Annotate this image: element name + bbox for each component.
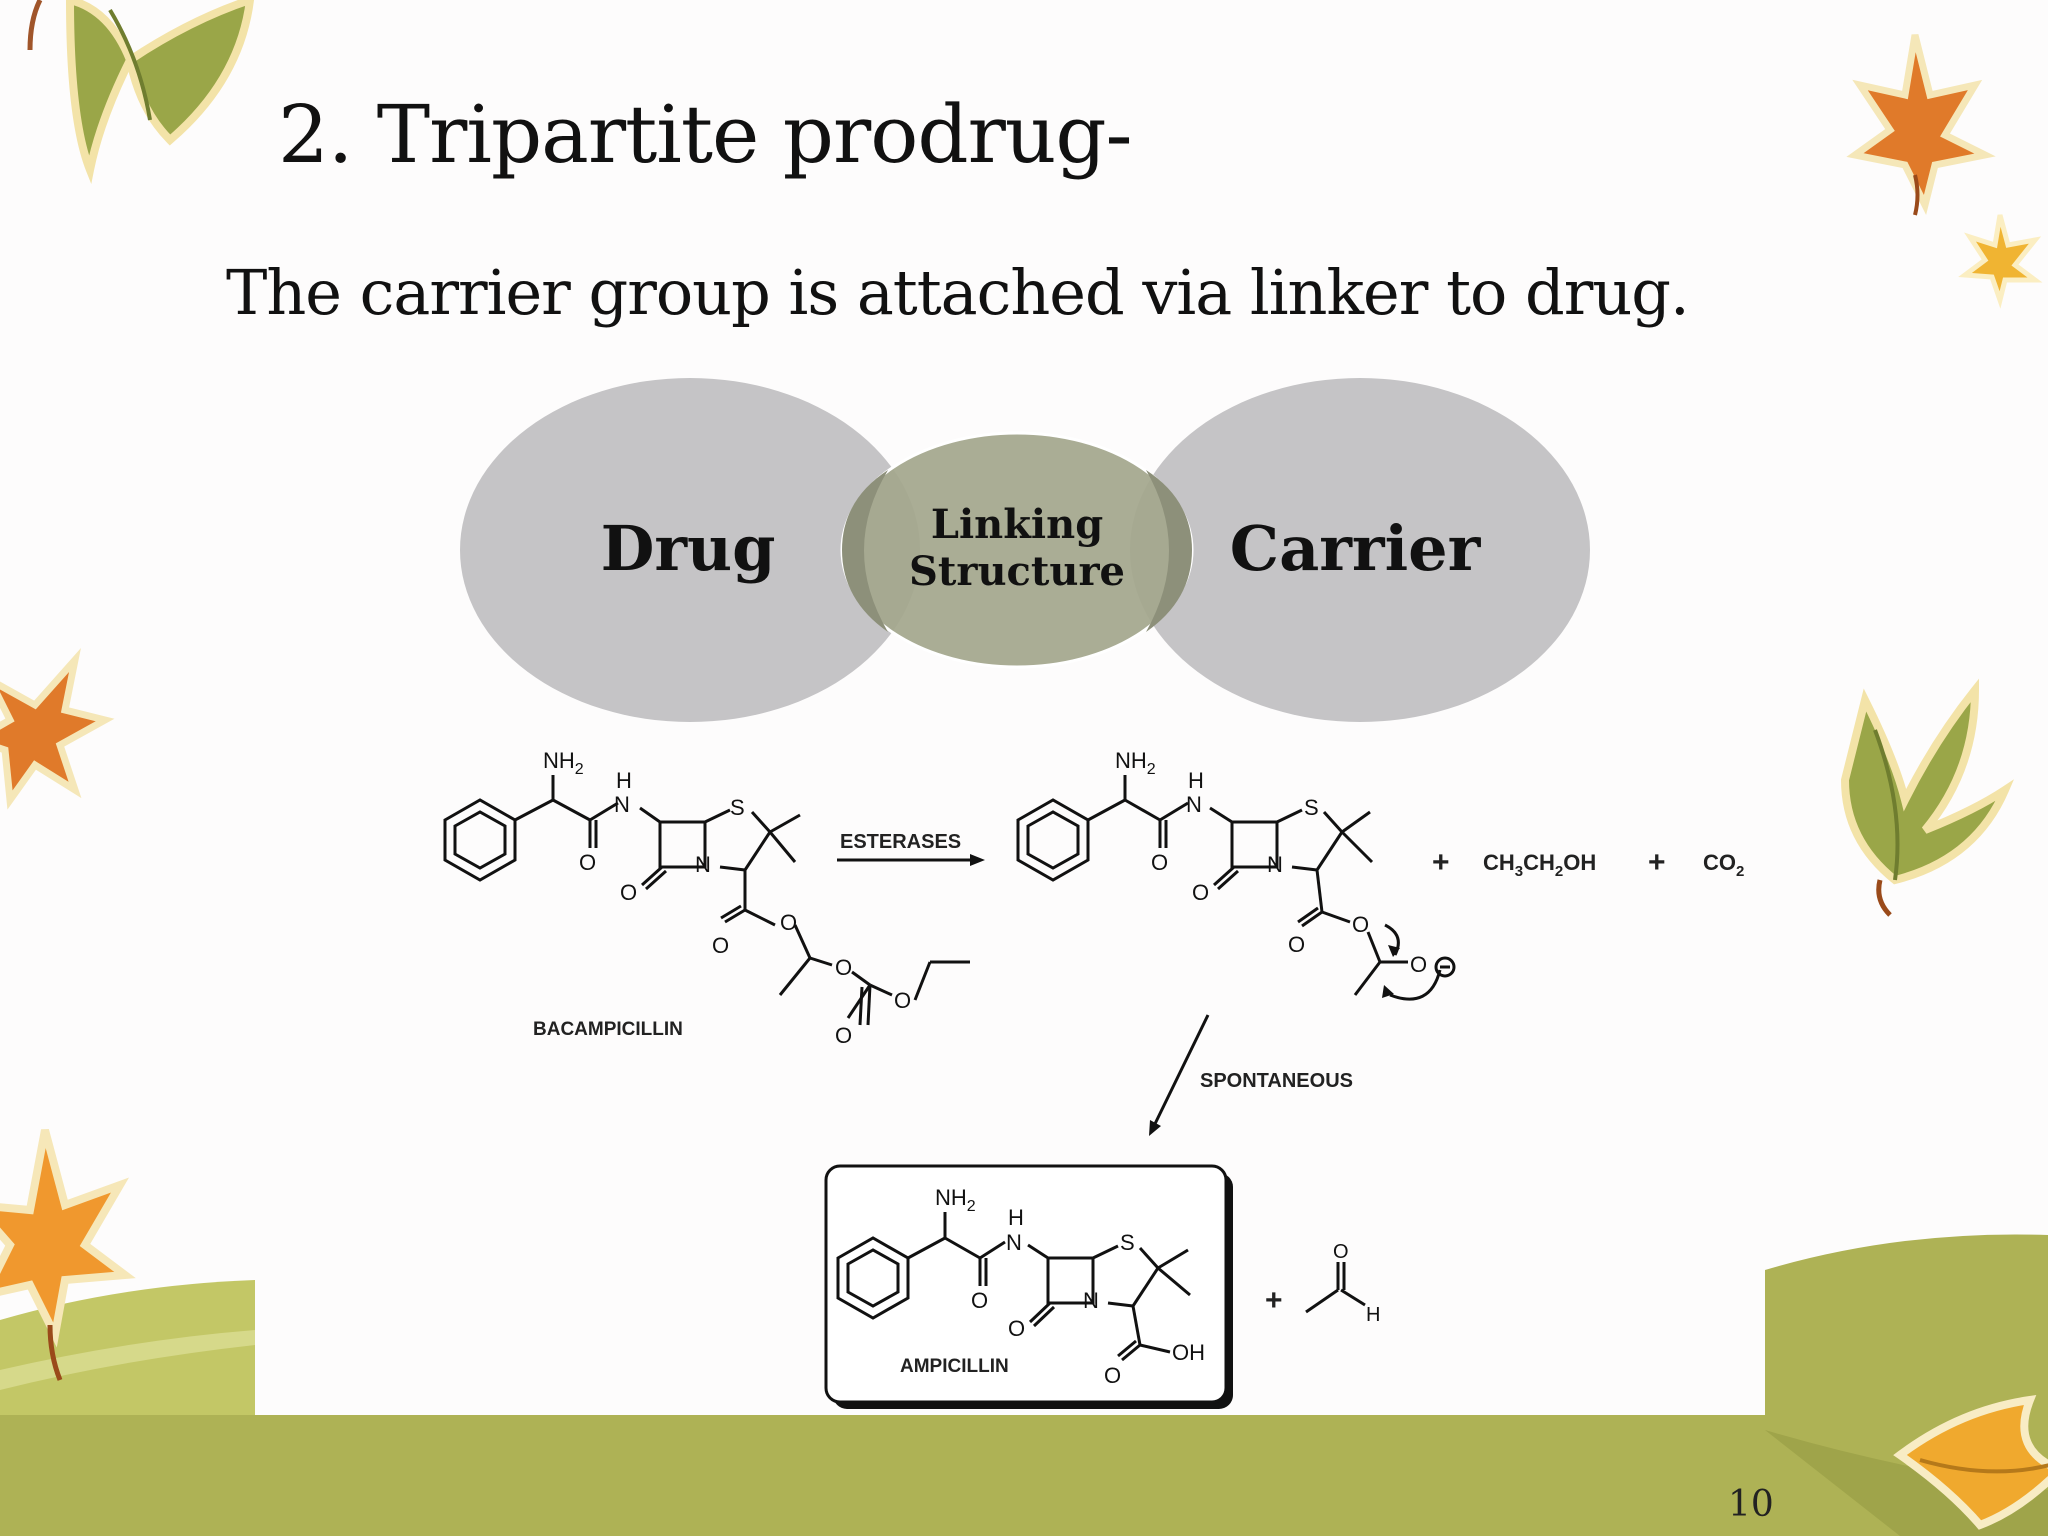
leaf-small-yellow-icon xyxy=(1958,214,2043,309)
ground-band xyxy=(0,1415,2048,1536)
bacampicillin-structure xyxy=(443,775,970,1026)
amp-o2: O xyxy=(1008,1316,1025,1341)
amp-nh2: NH2 xyxy=(935,1185,976,1215)
curved-arrowhead-2 xyxy=(1382,985,1394,998)
amp-oh: OH xyxy=(1172,1340,1205,1365)
venn-label-drug: Drug xyxy=(601,512,776,585)
leaf-left-orange-icon xyxy=(0,648,115,810)
venn-circle-carrier xyxy=(1130,378,1590,722)
int-o2: O xyxy=(1192,880,1209,905)
ethanol-label: CH3CH2OH xyxy=(1483,850,1596,880)
spontaneous-arrow xyxy=(1150,1014,1210,1131)
bac-o4: O xyxy=(780,910,797,935)
int-n1: N xyxy=(1186,792,1202,817)
bac-o7: O xyxy=(894,988,911,1013)
amp-h: H xyxy=(1008,1205,1024,1230)
plus-sign-3: + xyxy=(1265,1284,1283,1317)
amp-n2: N xyxy=(1083,1288,1099,1313)
leaf-top-left-icon xyxy=(27,0,255,184)
slide-title: 2. Tripartite prodrug- xyxy=(278,88,1133,181)
amp-o1: O xyxy=(971,1288,988,1313)
int-n2: N xyxy=(1267,852,1283,877)
acetaldehyde-o: O xyxy=(1333,1241,1349,1263)
bac-o2: O xyxy=(620,880,637,905)
amp-o3: O xyxy=(1104,1363,1121,1388)
esterases-label: ESTERASES xyxy=(840,831,961,853)
leaf-bottom-left-icon xyxy=(0,1128,136,1381)
amp-s: S xyxy=(1120,1230,1135,1255)
int-o3: O xyxy=(1288,932,1305,957)
venn-circle-drug xyxy=(460,378,920,722)
curved-arrowhead-1 xyxy=(1388,945,1400,957)
acetaldehyde-h: H xyxy=(1366,1304,1380,1326)
amp-n1: N xyxy=(1006,1230,1022,1255)
venn-overlap-right xyxy=(1146,470,1192,632)
int-nh2: NH2 xyxy=(1115,748,1156,778)
ampicillin-structure xyxy=(836,1212,1191,1362)
ampicillin-box xyxy=(824,1164,1228,1404)
bac-o3: O xyxy=(712,933,729,958)
venn-label-carrier: Carrier xyxy=(1230,512,1482,585)
bac-s: S xyxy=(730,795,745,820)
esterases-arrowhead xyxy=(970,854,985,866)
ampicillin-label: AMPICILLIN xyxy=(900,1356,1009,1377)
bac-o6: O xyxy=(835,1023,852,1048)
leaf-right-green-icon xyxy=(1840,678,2014,917)
intermediate-structure xyxy=(1016,775,1442,1001)
bac-nh2: NH2 xyxy=(543,748,584,778)
venn-label-structure: Structure xyxy=(909,548,1125,595)
co2-label: CO2 xyxy=(1703,850,1744,880)
leaf-bottom-right-icon xyxy=(1893,1395,2048,1530)
bac-h: H xyxy=(616,768,632,793)
plus-sign-1: + xyxy=(1432,846,1450,879)
ground-highlight xyxy=(0,1330,255,1390)
leaf-top-right-icon xyxy=(1846,34,1996,216)
int-h: H xyxy=(1188,768,1204,793)
venn-label-linking: Linking xyxy=(931,501,1103,548)
int-o5: O xyxy=(1410,952,1427,977)
plus-sign-2: + xyxy=(1648,846,1666,879)
acetaldehyde-structure xyxy=(1305,1262,1366,1314)
venn-overlap-left xyxy=(842,470,888,632)
bac-o1: O xyxy=(579,850,596,875)
slide-subtitle: The carrier group is attached via linker… xyxy=(226,256,1690,329)
bacampicillin-label: BACAMPICILLIN xyxy=(533,1019,683,1040)
spontaneous-arrowhead xyxy=(1149,1120,1161,1136)
int-o4: O xyxy=(1352,912,1369,937)
spontaneous-label: SPONTANEOUS xyxy=(1200,1070,1353,1092)
page-number: 10 xyxy=(1728,1484,1774,1525)
int-o1: O xyxy=(1151,850,1168,875)
bac-n2: N xyxy=(695,852,711,877)
negative-charge-icon xyxy=(1434,956,1456,978)
bac-o5: O xyxy=(835,955,852,980)
int-s: S xyxy=(1304,795,1319,820)
bac-n1: N xyxy=(614,792,630,817)
